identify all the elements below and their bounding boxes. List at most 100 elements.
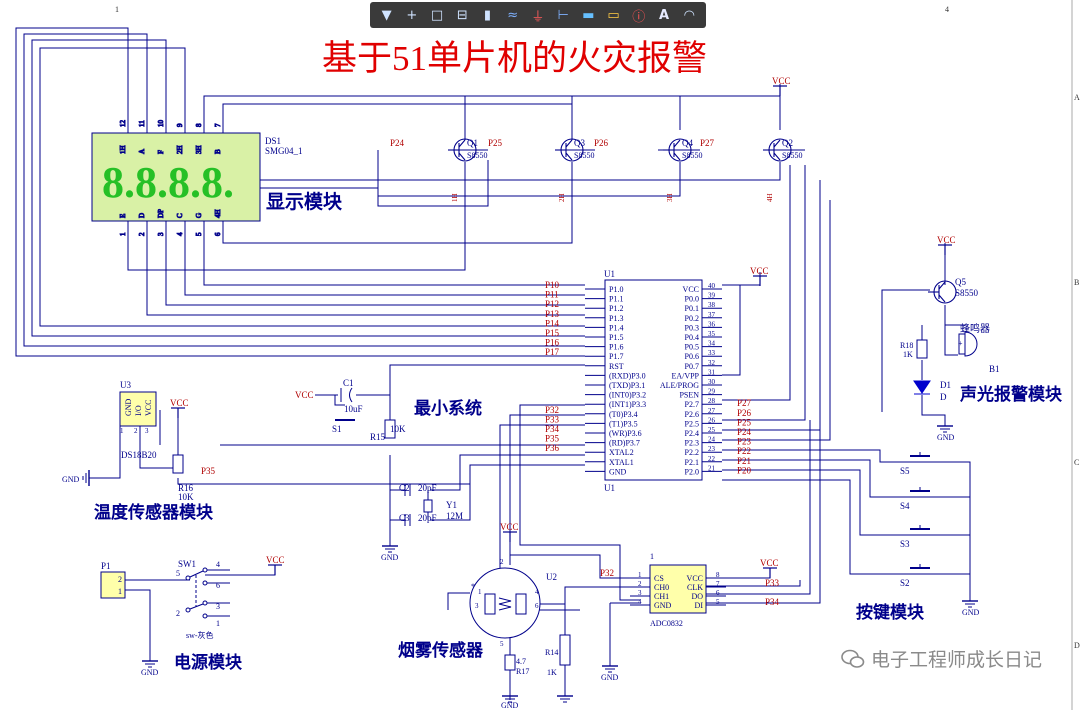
mcu-right-net: P23: [737, 437, 752, 447]
mcu-pins: P1.0P10P1.1P11P1.2P12P1.3P13P1.4P14P1.5P…: [545, 280, 752, 476]
mcu-left-net: P16: [545, 338, 560, 348]
gnd-label-power: GND: [141, 668, 159, 677]
c3-val: 20pF: [418, 513, 437, 523]
gnd-label-ds: GND: [62, 475, 80, 484]
watermark-text: 电子工程师成长日记: [870, 649, 1042, 671]
mcu-left-net: P34: [545, 424, 560, 434]
smoke-pin2: 2: [500, 558, 504, 566]
transistor-q2[interactable]: [763, 138, 792, 162]
adc-right-pin-num: 8: [716, 571, 720, 579]
mcu-left-pin: P1.2: [609, 304, 623, 313]
r16-val: 10K: [178, 492, 194, 502]
transistor-q3[interactable]: [555, 138, 584, 162]
key-ref: S3: [900, 539, 910, 549]
minimal-module-label: 最小系统: [414, 398, 482, 418]
adc-left-pin-num: 1: [638, 571, 642, 579]
display-top-pin-name: A: [138, 149, 146, 154]
cross-icon[interactable]: +: [406, 7, 418, 23]
r14-resistor[interactable]: [559, 634, 571, 666]
transistor-q1[interactable]: [448, 138, 477, 162]
display-top-pin-num: 11: [138, 120, 146, 127]
mcu-right-pin-num: 27: [708, 407, 716, 415]
display-top-pin-name: 1H: [119, 145, 127, 154]
display-body[interactable]: [91, 132, 261, 222]
watermark: 电子工程师成长日记: [841, 645, 1042, 672]
power-pin2: 2: [118, 575, 122, 584]
mcu-left-net: P15: [545, 328, 560, 338]
key-button[interactable]: [905, 525, 935, 536]
sw1-name: sw-灰色: [186, 630, 214, 640]
arc-icon[interactable]: ◠: [683, 7, 695, 23]
display-bot-pin-name: C: [176, 213, 184, 218]
transistor-part: S8550: [682, 151, 702, 160]
mcu-left-net: P35: [545, 434, 560, 444]
buzzer-b1[interactable]: [964, 331, 978, 357]
transistor-q5[interactable]: [928, 280, 957, 304]
key-button[interactable]: [905, 564, 935, 575]
r16-resistor[interactable]: [172, 454, 184, 474]
mcu-right-pin-num: 29: [708, 388, 716, 396]
adc-net-clk: P33: [765, 578, 780, 588]
mcu-body[interactable]: [604, 279, 703, 481]
mcu-left-pin: GND: [609, 467, 627, 476]
display-digits: 8.8.8.8.: [102, 158, 234, 207]
display-bot-pin-num: 2: [138, 232, 146, 236]
transistor-part: S8550: [574, 151, 594, 160]
display-bot-pin-name: D: [138, 213, 146, 218]
mcu-ref-bottom: U1: [604, 483, 615, 493]
align-icon[interactable]: ⊟: [456, 7, 468, 23]
transistor-q4[interactable]: [663, 138, 692, 162]
transistor-net: P26: [594, 138, 609, 148]
mcu-right-net: P26: [737, 408, 752, 418]
power-connector[interactable]: [100, 571, 126, 599]
mcu-left-net: P17: [545, 347, 560, 357]
mcu-left-net: P11: [545, 290, 559, 300]
mcu-right-pin: P0.5: [685, 343, 699, 352]
bus-icon[interactable]: ≈: [507, 7, 519, 23]
transistor-net: P25: [488, 138, 503, 148]
r17-resistor[interactable]: [504, 654, 516, 671]
power-icon[interactable]: ▭: [607, 7, 620, 23]
no-erc-icon[interactable]: ⓘ: [632, 9, 646, 25]
mcu-right-net: P21: [737, 456, 751, 466]
crystal-y1[interactable]: [423, 499, 433, 513]
pin-icon[interactable]: ⊢: [557, 7, 569, 23]
key-button[interactable]: [905, 452, 935, 463]
transistor-part: S8550: [782, 151, 802, 160]
mcu-left-pin: RST: [609, 362, 624, 371]
r14-ref: R14: [545, 648, 558, 657]
transistor-digit-label: 1H: [451, 193, 459, 202]
text-icon[interactable]: A: [658, 7, 670, 23]
q5-part: S8550: [955, 288, 979, 298]
mcu-left-pin: P1.0: [609, 285, 623, 294]
ground-icon[interactable]: ⏚: [531, 9, 545, 25]
filter-icon[interactable]: ▼: [381, 7, 392, 23]
mcu-left-net: P36: [545, 443, 560, 453]
ds18b20-chip[interactable]: [119, 391, 157, 427]
port-icon[interactable]: ▬: [582, 7, 595, 23]
reset-switch-ref: S1: [332, 424, 342, 434]
mcu-right-net: P25: [737, 417, 752, 427]
mcu-right-pin-num: 22: [708, 455, 716, 463]
rect-select-icon[interactable]: □: [430, 7, 444, 23]
component-icon[interactable]: ▮: [483, 7, 492, 23]
vcc-label-reset: VCC: [295, 390, 314, 400]
sw1-pin6: 6: [216, 581, 220, 590]
transistor-net: P24: [390, 138, 405, 148]
led-d1[interactable]: [913, 380, 931, 394]
sw1-symbol[interactable]: [185, 567, 230, 619]
border-row-d: D: [1074, 641, 1080, 650]
border-row-c: C: [1074, 458, 1079, 467]
key-button[interactable]: [905, 487, 935, 498]
r18-resistor[interactable]: [916, 339, 928, 359]
q5-ref: Q5: [955, 277, 966, 287]
vcc-label-q2: VCC: [772, 76, 791, 86]
reset-resistor[interactable]: [384, 419, 396, 439]
adc-chip[interactable]: [649, 564, 707, 614]
reset-res-ref: R15: [370, 432, 386, 442]
r18-val: 1K: [903, 350, 913, 359]
sw1-pin2: 2: [176, 609, 180, 618]
mcu-left-net: P33: [545, 414, 560, 424]
led-short: D: [940, 392, 947, 402]
